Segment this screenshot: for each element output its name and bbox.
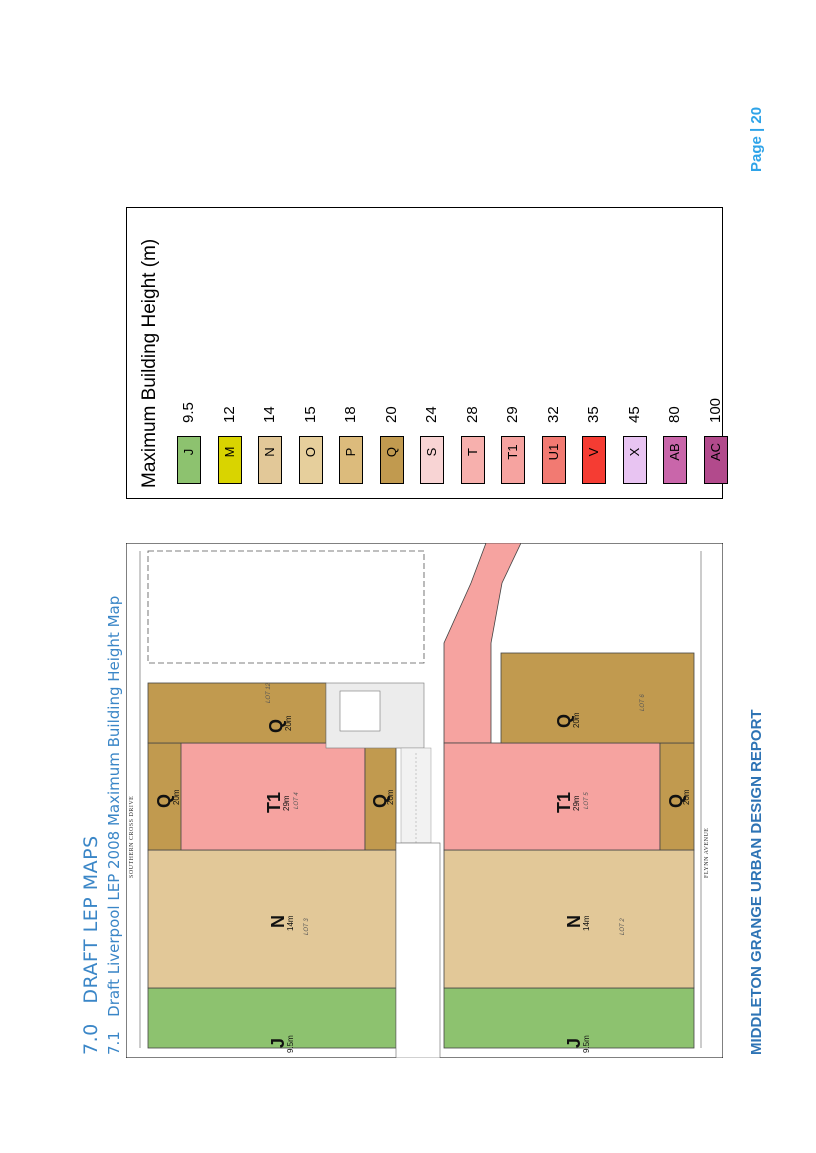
zone-j-top	[147, 987, 397, 1049]
zone-height-t1-bot: 29m	[572, 795, 581, 811]
legend-value-m: 12	[220, 406, 238, 423]
height-map: J 9.5m N 14m LOT 3 Q 20m T1 29m LOT 4 Q …	[125, 542, 724, 1059]
legend-code-o: O	[302, 446, 318, 458]
legend-value-s: 24	[423, 406, 440, 423]
legend-swatch-j	[177, 436, 201, 484]
section-heading: 7.0 DRAFT LEP MAPS	[80, 835, 102, 1055]
legend-swatch-ac	[703, 436, 728, 484]
legend-swatch-v	[582, 436, 606, 484]
legend-swatch-n	[258, 436, 282, 484]
legend-value-n: 14	[261, 406, 278, 423]
zone-n-top	[147, 849, 397, 989]
legend-code-t: T	[464, 448, 480, 456]
legend-title: Maximum Building Height (m)	[139, 238, 160, 488]
legend-value-x: 45	[625, 406, 643, 423]
lot-label-n-top: LOT 3	[304, 918, 310, 935]
report-title: MIDDLETON GRANGE URBAN DESIGN REPORT	[748, 709, 765, 1055]
subsection-number: 7.1	[105, 1031, 123, 1055]
legend-code-q: Q	[383, 446, 399, 458]
zone-height-q-bot-left: 20m	[682, 789, 691, 805]
zone-t1-top	[180, 742, 366, 851]
road-label-north: SOUTHERN CROSS DRIVE	[129, 795, 135, 878]
lot-label-t1-bot: LOT 5	[584, 792, 590, 809]
plaza-building	[339, 690, 381, 732]
legend-value-u1: 32	[544, 406, 562, 423]
legend-value-ac: 100	[706, 397, 724, 423]
road-label-south: FLYNN AVENUE	[704, 827, 710, 878]
lot-label-t1-top: LOT 4	[294, 792, 300, 809]
zone-t1-bot	[443, 742, 661, 851]
legend-code-n: N	[262, 447, 277, 457]
legend-swatch-ab	[663, 436, 687, 484]
zone-height-q-bot-right: 20m	[572, 712, 581, 728]
zone-height-j-bot: 9.5m	[582, 1035, 591, 1053]
legend-code-s: S	[424, 447, 439, 457]
legend-value-t1: 29	[504, 406, 521, 423]
zone-t1-corridor	[443, 542, 522, 744]
lot-label-q-top-right: LOT 12	[266, 682, 272, 703]
legend-code-x: X	[626, 447, 642, 457]
zone-height-n-top: 14m	[286, 915, 295, 931]
central-road	[395, 842, 441, 1059]
legend-swatch-x	[622, 436, 647, 484]
legend-code-m: M	[221, 446, 237, 458]
legend-value-t: 28	[463, 406, 481, 423]
legend-value-j: 9.5	[180, 402, 197, 423]
subsection-title: Draft Liverpool LEP 2008 Maximum Buildin…	[105, 595, 123, 1017]
legend-code-ab: AB	[667, 443, 682, 461]
subsection-heading: 7.1 Draft Liverpool LEP 2008 Maximum Bui…	[105, 596, 123, 1055]
zone-height-q-top-right: 20m	[284, 715, 293, 731]
section-title: DRAFT LEP MAPS	[80, 835, 102, 1004]
dashed-parcel	[147, 550, 425, 664]
zone-height-q-top-bottom: 20m	[386, 789, 395, 805]
walkway	[400, 747, 432, 844]
legend-value-v: 35	[585, 406, 602, 423]
zone-n-bot	[443, 849, 695, 989]
zone-height-q-top-left: 20m	[172, 789, 181, 805]
zone-q-top-bottom	[364, 742, 397, 851]
page-number: Page | 20	[748, 106, 765, 172]
legend-swatch-o	[298, 436, 323, 484]
legend-code-j: J	[181, 448, 196, 456]
legend-value-q: 20	[382, 406, 400, 423]
legend-value-ab: 80	[666, 406, 683, 423]
legend-swatch-u1	[541, 436, 566, 484]
legend-value-o: 15	[301, 406, 319, 423]
map-drawing	[125, 542, 724, 1059]
zone-height-j-top: 9.5m	[286, 1035, 295, 1053]
legend-code-p: P	[343, 447, 358, 457]
legend-code-v: V	[586, 447, 601, 457]
legend-swatch-t	[460, 436, 485, 484]
legend-swatch-s	[420, 436, 444, 484]
legend-code-ac: AC	[707, 442, 723, 462]
legend-value-p: 18	[342, 406, 359, 423]
legend-swatch-m	[217, 436, 242, 484]
section-number: 7.0	[80, 1023, 102, 1055]
lot-label-q-bot-right: LOT 6	[640, 694, 646, 711]
legend-swatch-t1	[501, 436, 525, 484]
legend-swatch-p	[339, 436, 363, 484]
legend-code-u1: U1	[545, 443, 561, 461]
zone-q-top-right	[147, 682, 327, 744]
legend-swatch-q	[379, 436, 404, 484]
zone-q-bot-right	[500, 652, 695, 744]
zone-height-t1-top: 29m	[282, 795, 291, 811]
legend-code-t1: T1	[505, 444, 520, 460]
zone-j-bot	[443, 987, 695, 1049]
lot-label-n-bot: LOT 2	[620, 918, 626, 935]
zone-height-n-bot: 14m	[582, 915, 591, 931]
